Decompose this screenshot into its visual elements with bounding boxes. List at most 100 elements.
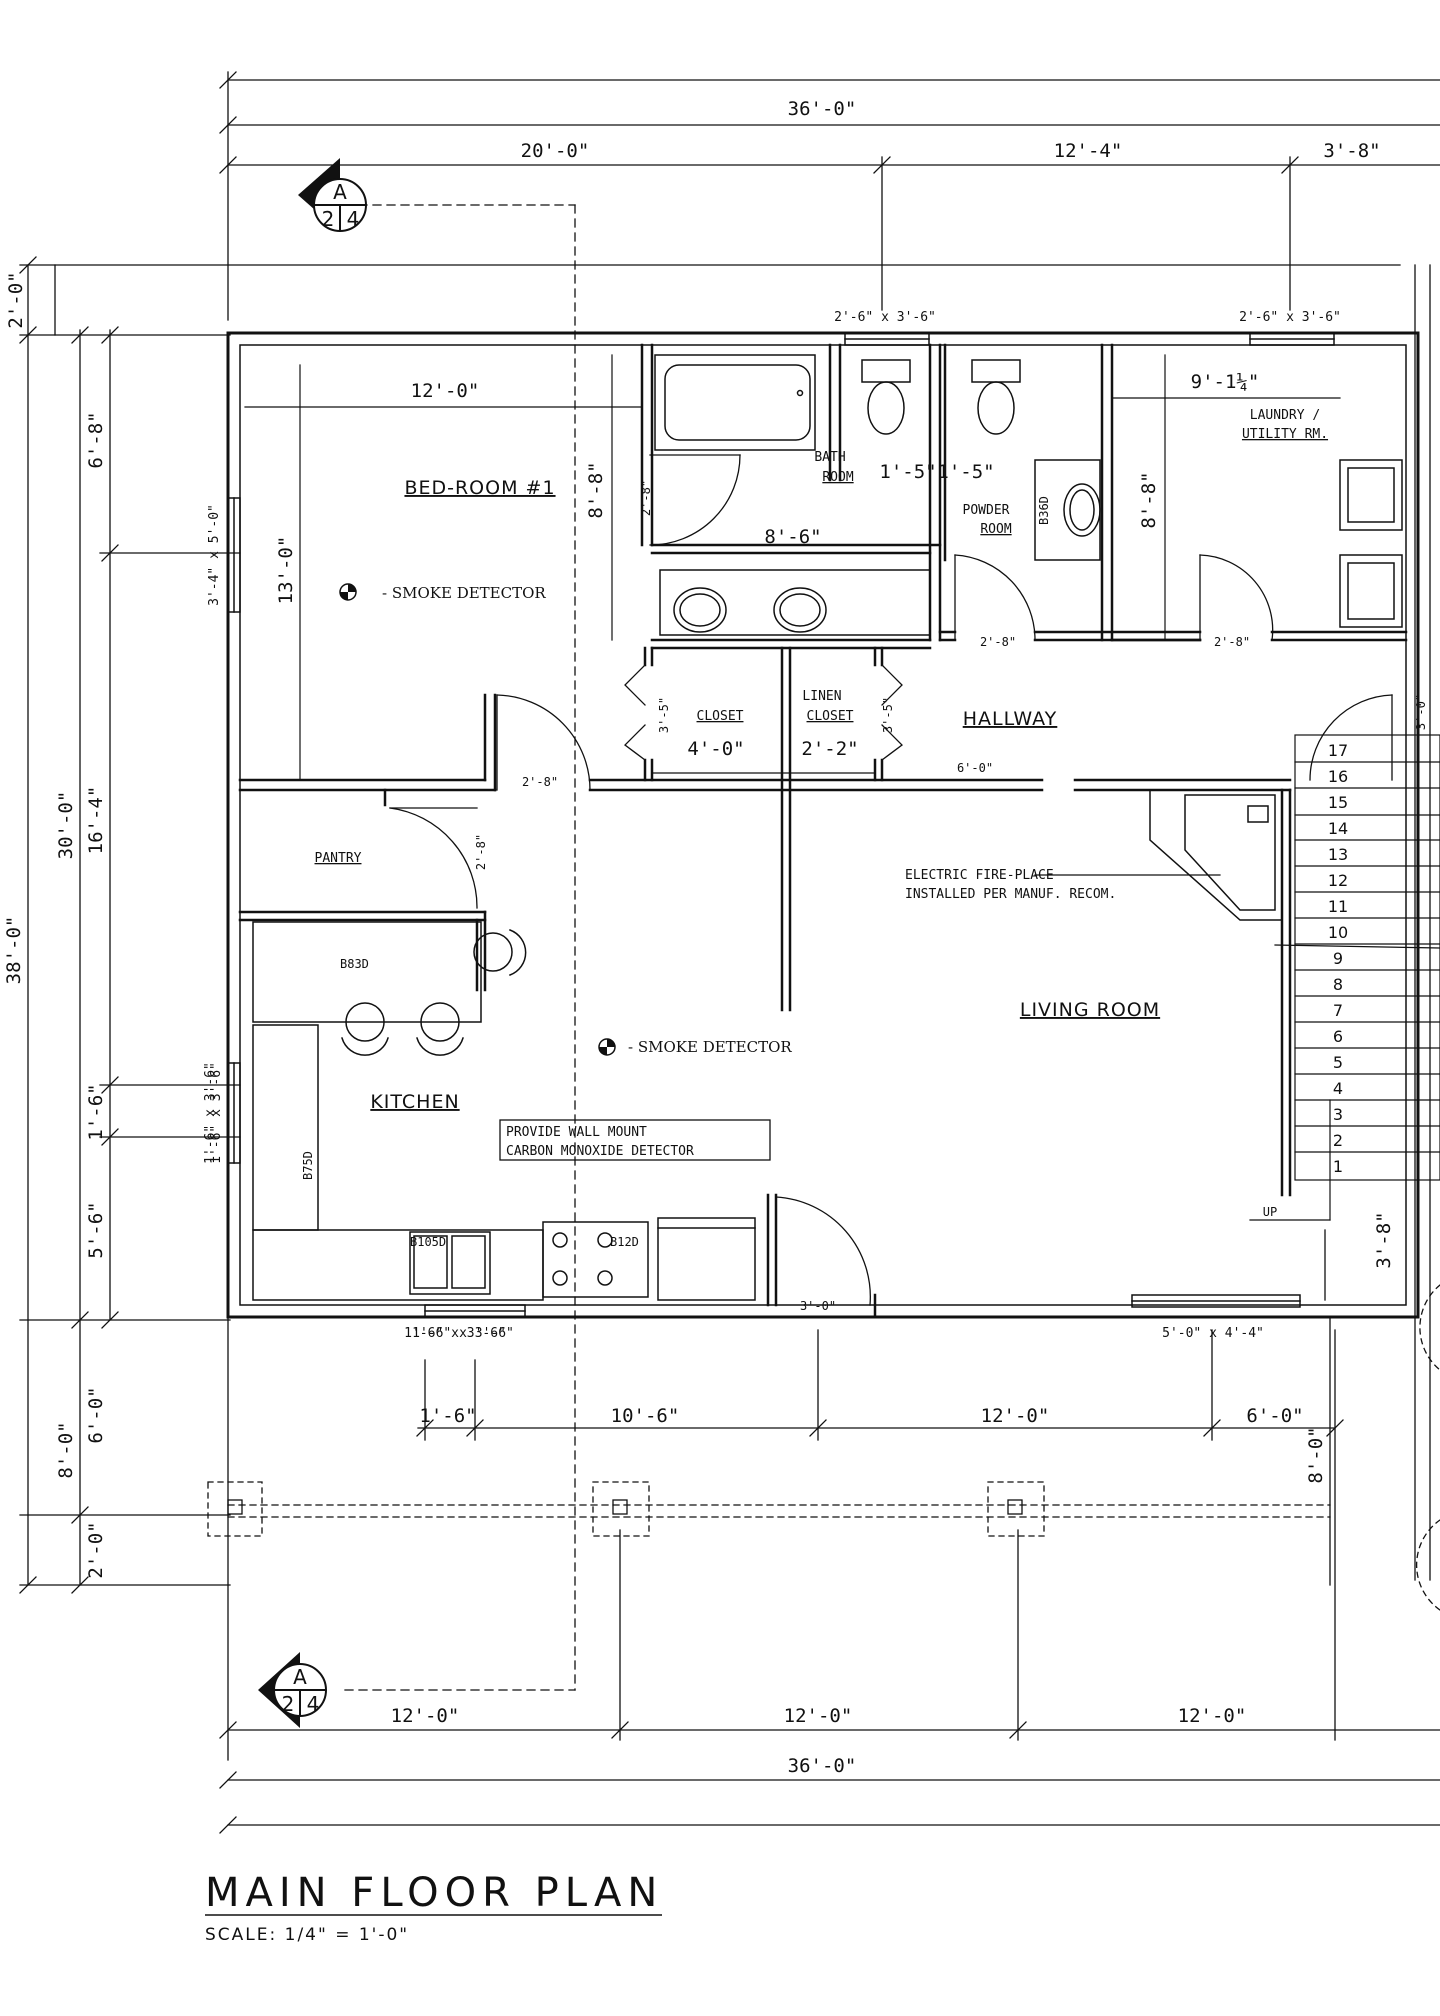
dim-left-overall: 38'-0" xyxy=(3,916,25,985)
room-label-bedroom: BED-ROOM #1 xyxy=(404,477,555,499)
window-label-kitchen-left-overlap: 1'-6" x 3'-6" xyxy=(209,1062,224,1164)
dim-bottom-porch-1: 1'-6" xyxy=(419,1405,476,1427)
section-sheet-left: 2 xyxy=(322,207,335,231)
cabinet-tag-b105: B105D xyxy=(410,1235,446,1249)
window-label-kitchen-bottom: 1'-6" x 3'-6" xyxy=(404,1326,506,1341)
dim-bedroom-height: 13'-0" xyxy=(275,536,297,605)
note-co-2: CARBON MONOXIDE DETECTOR xyxy=(506,1144,694,1159)
smoke-detector-icon xyxy=(339,583,357,601)
vanities xyxy=(659,459,1101,636)
room-label-closet: CLOSET xyxy=(697,709,744,724)
dim-right-door: 3'-0" xyxy=(1414,694,1428,730)
room-label-laundry-2: UTILITY RM. xyxy=(1242,427,1328,442)
dim-hallway-width: 6'-0" xyxy=(957,761,993,775)
section-sheet-right: 4 xyxy=(347,207,360,231)
stair-step-number: 4 xyxy=(1333,1079,1343,1098)
dim-left-top-ext: 2'-0" xyxy=(5,271,27,328)
stair-step-number: 10 xyxy=(1328,923,1348,942)
interior-walls xyxy=(238,343,1408,1319)
exterior-walls xyxy=(226,331,1420,1319)
window-label-kitchen-left: 1'-6" x 3'-6" xyxy=(203,1062,218,1164)
top-dimension-lines xyxy=(219,71,1440,321)
drawing-scale: SCALE: 1/4" = 1'-0" xyxy=(205,1925,409,1945)
window-label-bedroom: 3'-4" x 5'-0" xyxy=(207,504,222,606)
dim-linen-depth: 3'-5" xyxy=(881,697,895,733)
stair-step-number: 9 xyxy=(1333,949,1343,968)
stair-step-number: 5 xyxy=(1333,1053,1343,1072)
room-label-linen-2: CLOSET xyxy=(807,709,854,724)
stair-step-number: 7 xyxy=(1333,1001,1343,1020)
cabinet-tag-b12: B12D xyxy=(610,1235,639,1249)
section-sheet-right: 4 xyxy=(307,1692,320,1716)
dim-toilet-1: 1'-5" xyxy=(879,461,936,483)
room-label-powder: POWDER xyxy=(963,503,1010,518)
dim-left-porch: 8'-0" xyxy=(55,1421,77,1478)
cabinet-tag-b75: B75D xyxy=(301,1151,315,1180)
bathtub xyxy=(654,354,816,451)
dim-door-bath: 2'-8" xyxy=(639,480,653,516)
drawing-title: MAIN FLOOR PLAN xyxy=(205,1870,663,1916)
dim-top-2: 12'-4" xyxy=(1054,140,1123,162)
dim-left-seg2: 16'-4" xyxy=(85,786,107,855)
washer-dryer xyxy=(1339,459,1403,628)
dim-top-overall: 36'-0" xyxy=(788,98,857,120)
note-co-1: PROVIDE WALL MOUNT xyxy=(506,1125,647,1140)
room-label-hallway: HALLWAY xyxy=(963,708,1058,730)
room-label-linen: LINEN xyxy=(802,689,841,704)
note-fireplace-2: INSTALLED PER MANUF. RECOM. xyxy=(905,887,1116,902)
dim-left-house: 30'-0" xyxy=(55,791,77,860)
dim-right-porch: 8'-0" xyxy=(1305,1426,1327,1483)
dim-left-seg1: 6'-8" xyxy=(85,411,107,468)
room-label-living: LIVING ROOM xyxy=(1020,999,1160,1021)
dim-bottom-porch-2: 10'-6" xyxy=(611,1405,680,1427)
dim-bottom-1: 12'-0" xyxy=(391,1705,460,1727)
porch-and-bottom-dims xyxy=(207,264,1440,1834)
stair-step-number: 2 xyxy=(1333,1131,1343,1150)
note-smoke-detector-kitchen: - SMOKE DETECTOR xyxy=(628,1038,792,1056)
dim-closet-width: 4'-0" xyxy=(687,738,744,760)
dim-left-porch2: 6'-0" xyxy=(85,1386,107,1443)
stair-step-number: 11 xyxy=(1328,897,1348,916)
stair-step-number: 14 xyxy=(1328,819,1348,838)
dim-right-stair: 3'-8" xyxy=(1373,1211,1395,1268)
dim-door-bedroom: 2'-8" xyxy=(522,775,558,789)
room-label-bath: BATH xyxy=(814,450,845,465)
stair-step-number: 8 xyxy=(1333,975,1343,994)
dim-door-laundry: 2'-8" xyxy=(1214,635,1250,649)
stair-step-number: 12 xyxy=(1328,871,1348,890)
section-cut-line xyxy=(344,204,576,1691)
dim-bottom-porch-3: 12'-0" xyxy=(981,1405,1050,1427)
window-label-bath: 2'-6" x 3'-6" xyxy=(834,310,936,325)
smoke-detector-icon xyxy=(598,1038,616,1056)
dim-door-front: 3'-0" xyxy=(800,1299,836,1313)
dim-bottom-3: 12'-0" xyxy=(1178,1705,1247,1727)
dim-laundry-height: 8'-8" xyxy=(1138,471,1160,528)
leader-lines xyxy=(244,354,1341,876)
stairs xyxy=(1249,734,1440,1221)
dim-top-3: 3'-8" xyxy=(1323,140,1380,162)
kitchen-counters xyxy=(252,921,756,1301)
dim-left-seg3: 1'-6" xyxy=(85,1083,107,1140)
left-dimension-lines xyxy=(19,256,1401,1594)
dim-toilet-2: 1'-5" xyxy=(937,461,994,483)
toilets xyxy=(861,359,1021,435)
stair-step-number: 6 xyxy=(1333,1027,1343,1046)
section-marker-bottom: A 2 4 xyxy=(258,1652,327,1728)
room-label-powder-2: ROOM xyxy=(980,522,1011,537)
stools xyxy=(341,929,527,1056)
stair-step-number: 13 xyxy=(1328,845,1348,864)
windows xyxy=(227,332,1335,1318)
cabinet-tag-b36: B36D xyxy=(1037,496,1051,525)
window-label-living: 5'-0" x 4'-4" xyxy=(1162,1326,1264,1341)
dim-closet-depth: 3'-5" xyxy=(657,697,671,733)
window-label-laundry: 2'-6" x 3'-6" xyxy=(1239,310,1341,325)
cabinet-tag-b83: B83D xyxy=(340,957,369,971)
dim-bath-height: 8'-8" xyxy=(585,461,607,518)
dim-door-pantry: 2'-8" xyxy=(474,834,488,870)
dim-linen-width: 2'-2" xyxy=(801,738,858,760)
stair-up-label: UP xyxy=(1263,1205,1277,1219)
room-label-pantry: PANTRY xyxy=(315,851,362,866)
stair-step-number: 16 xyxy=(1328,767,1348,786)
stair-step-number: 17 xyxy=(1328,741,1348,760)
